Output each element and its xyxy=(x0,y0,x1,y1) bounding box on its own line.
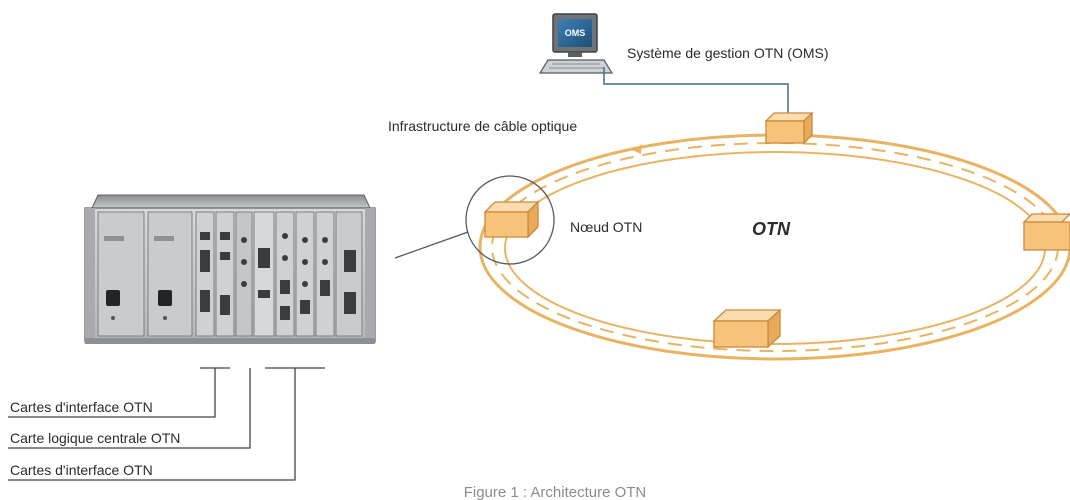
node-label: Nœud OTN xyxy=(570,219,642,235)
rack-top xyxy=(91,194,371,209)
cable-infra-label: Infrastructure de câble optique xyxy=(388,118,577,134)
monitor-neck xyxy=(568,52,582,57)
ring-node-bottom xyxy=(712,308,782,349)
power-module-2 xyxy=(147,211,193,337)
central-logic-card-label: Carte logique centrale OTN xyxy=(10,430,180,446)
keyboard xyxy=(538,59,614,74)
ring-direction-arrow xyxy=(632,144,642,154)
oms-link-line xyxy=(603,67,789,118)
card-slots xyxy=(195,211,363,337)
network-label: OTN xyxy=(752,219,791,239)
card-connectors xyxy=(200,232,356,320)
ring-node-left xyxy=(483,200,540,239)
node-zoom-connector xyxy=(394,231,469,259)
node-highlight-circle xyxy=(465,175,555,265)
card-group-leaders xyxy=(8,367,325,481)
monitor-screen xyxy=(558,19,592,47)
interface-cards-label-1: Cartes d'interface OTN xyxy=(10,399,153,415)
ring-node-top xyxy=(764,111,814,145)
oms-system-label: Système de gestion OTN (OMS) xyxy=(627,45,829,61)
power-module-1 xyxy=(97,211,145,337)
oms-screen-label: OMS xyxy=(565,28,586,38)
ring-node-right xyxy=(1022,213,1070,251)
figure-caption: Figure 1 : Architecture OTN xyxy=(464,484,647,500)
oms-terminal: OMS xyxy=(538,13,789,118)
interface-cards-label-2: Cartes d'interface OTN xyxy=(10,462,153,478)
otn-rack xyxy=(84,194,376,344)
